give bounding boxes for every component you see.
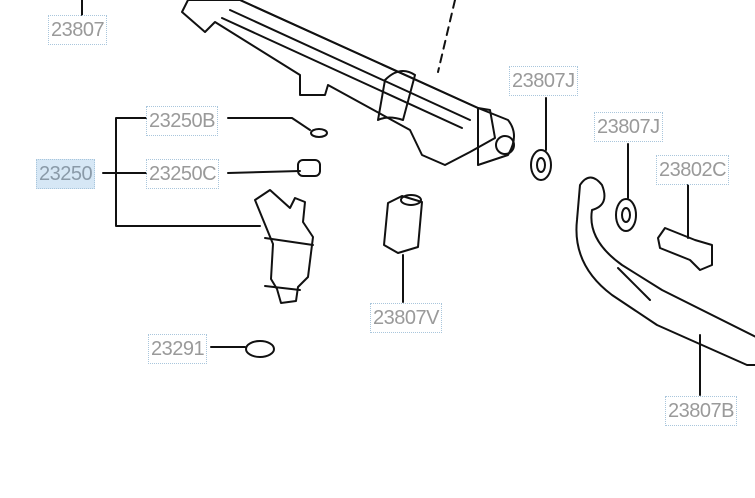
gasket-23807J-2: [615, 198, 637, 232]
pressure-regulator: [383, 194, 423, 254]
o-ring-23250B: [310, 128, 328, 138]
cap-23250C: [297, 159, 321, 177]
part-label-23250C[interactable]: 23250C: [146, 159, 220, 189]
gasket-23807J-1: [530, 149, 552, 181]
part-label-23250[interactable]: 23250: [36, 159, 96, 189]
part-label-23802C[interactable]: 23802C: [656, 155, 730, 185]
part-label-23250B[interactable]: 23250B: [146, 106, 218, 136]
part-label-23807[interactable]: 23807: [48, 15, 108, 45]
seal-23291: [245, 340, 275, 358]
fuel-rail: [181, 0, 515, 166]
part-label-23291[interactable]: 23291: [148, 334, 208, 364]
bolt-23802C: [657, 227, 713, 271]
part-label-23807B[interactable]: 23807B: [665, 396, 737, 426]
fuel-hose-23807B: [575, 176, 755, 366]
fuel-injector: [254, 189, 314, 304]
part-label-23807V[interactable]: 23807V: [370, 303, 442, 333]
part-label-23807J[interactable]: 23807J: [509, 66, 578, 96]
part-label-23807J-2[interactable]: 23807J: [594, 112, 663, 142]
